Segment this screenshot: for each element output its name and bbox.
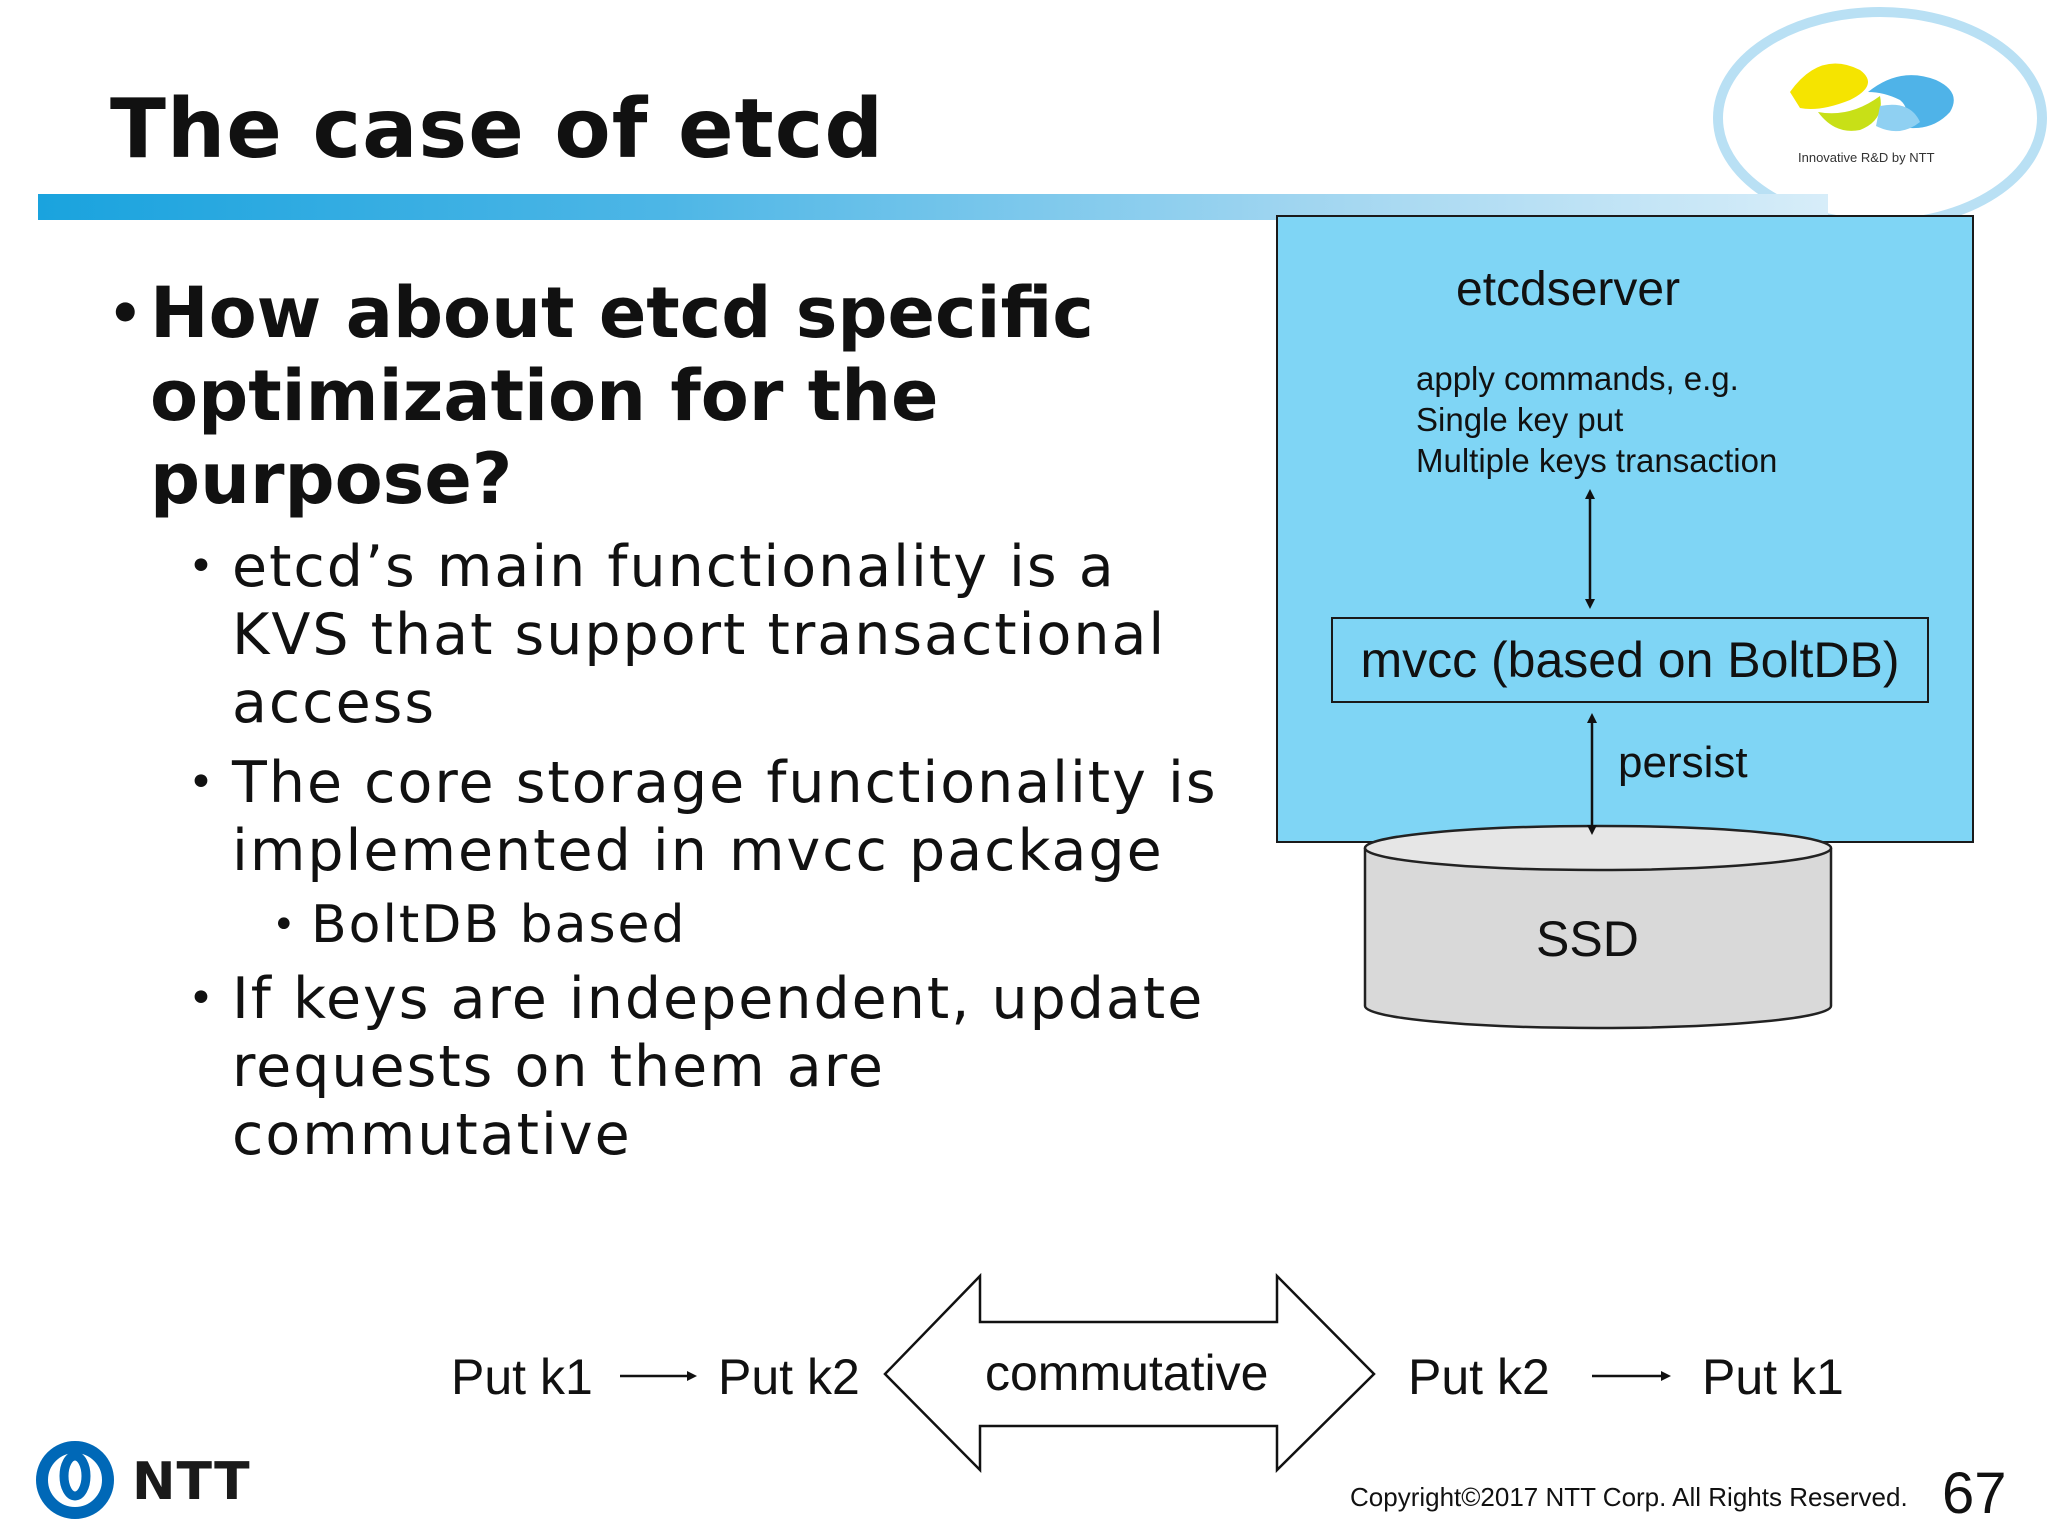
right-put-k2: Put k2 bbox=[1408, 1349, 1550, 1405]
bullet-sub-3-text: If keys are independent, update requests… bbox=[232, 966, 1205, 1168]
bullet-sub-2-child-text: BoltDB based bbox=[311, 895, 687, 955]
left-put-k1: Put k1 bbox=[451, 1349, 593, 1405]
bullet-sub-2-text: The core storage functionality is implem… bbox=[232, 750, 1218, 884]
etcdserver-title: etcdserver bbox=[1456, 263, 1681, 316]
bullet-sub-1-text: etcd’s main functionality is a KVS that … bbox=[232, 534, 1167, 736]
page-number: 67 bbox=[1942, 1461, 2007, 1526]
bullet-dot-icon: • bbox=[188, 541, 216, 592]
mvcc-box: mvcc (based on BoltDB) bbox=[1331, 617, 1929, 703]
bullet-dot-icon: • bbox=[188, 757, 216, 808]
bullet-sub-2-child: • BoltDB based bbox=[108, 891, 1218, 959]
etcdserver-box bbox=[1276, 215, 1974, 843]
right-put-k1: Put k1 bbox=[1702, 1349, 1844, 1405]
bullet-sub-1: • etcd’s main functionality is a KVS tha… bbox=[108, 533, 1218, 737]
slide-title: The case of etcd bbox=[110, 82, 885, 177]
multiple-keys-line: Multiple keys transaction bbox=[1416, 442, 1778, 479]
copyright-text: Copyright©2017 NTT Corp. All Rights Rese… bbox=[1350, 1482, 1908, 1512]
bullet-sub-3: • If keys are independent, update reques… bbox=[108, 965, 1218, 1169]
bullet-dot-icon: • bbox=[188, 973, 216, 1024]
logo-caption: Innovative R&D by NTT bbox=[1798, 150, 1935, 165]
persist-label: persist bbox=[1618, 738, 1748, 787]
ssd-cylinder-icon bbox=[1363, 824, 1833, 1030]
bullet-dot-icon: • bbox=[272, 902, 298, 948]
logo-area bbox=[1713, 7, 2047, 229]
ntt-brand-text: NTT bbox=[132, 1452, 251, 1512]
left-put-k2: Put k2 bbox=[718, 1349, 860, 1405]
apply-commands-line: apply commands, e.g. bbox=[1416, 360, 1739, 397]
bullet-list: • How about etcd specific optimization f… bbox=[108, 272, 1218, 1169]
commutative-double-arrow-icon bbox=[883, 1272, 1376, 1474]
bullet-main: • How about etcd specific optimization f… bbox=[108, 272, 1218, 521]
single-key-put-line: Single key put bbox=[1416, 401, 1624, 438]
ssd-label: SSD bbox=[1536, 911, 1639, 967]
commutative-label: commutative bbox=[985, 1345, 1269, 1401]
innovative-rd-logo-icon bbox=[1790, 63, 1954, 132]
bullet-dot-icon: • bbox=[108, 282, 143, 345]
ntt-logo-icon bbox=[36, 1441, 114, 1519]
bullet-main-text: How about etcd specific optimization for… bbox=[150, 272, 1094, 520]
bullet-sub-2: • The core storage functionality is impl… bbox=[108, 749, 1218, 885]
